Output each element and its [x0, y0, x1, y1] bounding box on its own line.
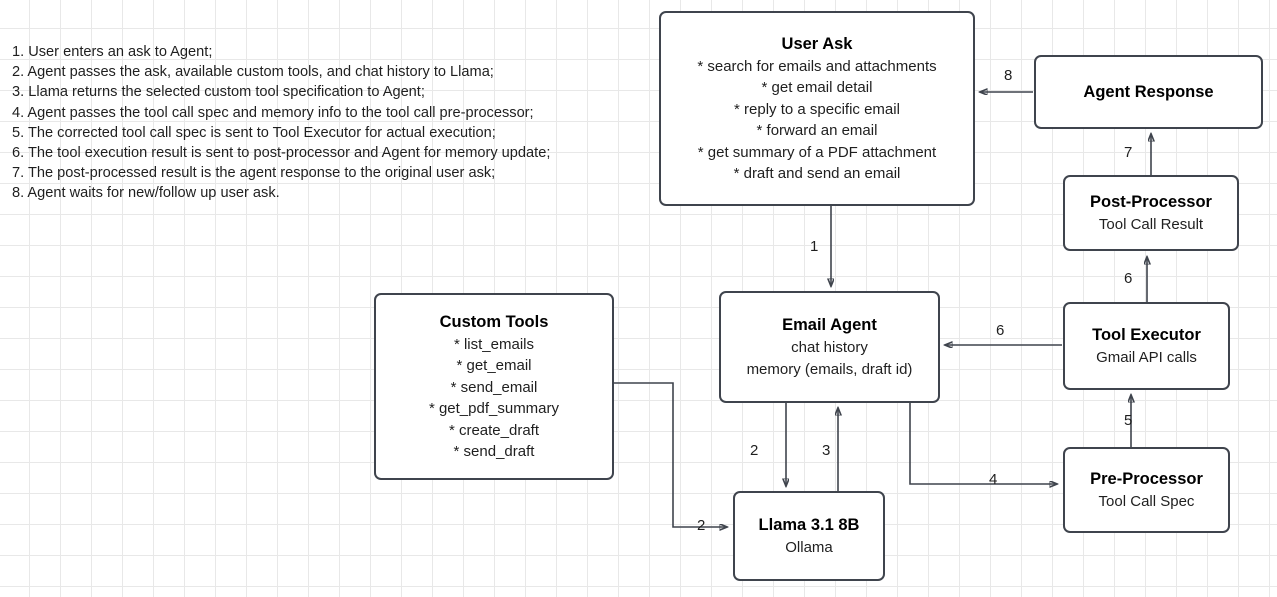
node-agent-response-title: Agent Response	[1083, 82, 1214, 101]
custom-tool-item-4: * get_pdf_summary	[428, 400, 560, 417]
node-post-processor[interactable]: Post-Processor Tool Call Result	[1063, 175, 1239, 251]
custom-tool-item-6: * send_draft	[453, 443, 535, 460]
legend-line-2: 2. Agent passes the ask, available custo…	[12, 64, 494, 81]
edge-label-1: 1	[810, 238, 819, 255]
node-llama-subtitle: Ollama	[785, 538, 833, 556]
node-custom-tools-title: Custom Tools	[439, 312, 549, 331]
node-tool-executor-title: Tool Executor	[1092, 325, 1201, 344]
node-pre-processor-title: Pre-Processor	[1090, 469, 1203, 488]
legend-line-3: 3. Llama returns the selected custom too…	[12, 84, 425, 101]
edge-label-2-tools: 2	[697, 517, 706, 534]
node-email-agent[interactable]: Email Agent chat history memory (emails,…	[719, 291, 940, 403]
node-user-ask-title: User Ask	[781, 34, 853, 53]
node-user-ask-bullets: * search for emails and attachments * ge…	[697, 56, 936, 185]
edge-label-6-post: 6	[1124, 270, 1133, 287]
edge-label-6-agent: 6	[996, 322, 1005, 339]
edge-label-7: 7	[1124, 144, 1133, 161]
node-post-processor-subtitle: Tool Call Result	[1098, 215, 1204, 233]
edge-label-2-agent: 2	[750, 442, 759, 459]
node-user-ask[interactable]: User Ask * search for emails and attachm…	[659, 11, 975, 206]
legend-line-6: 6. The tool execution result is sent to …	[12, 144, 551, 161]
node-custom-tools[interactable]: Custom Tools * list_emails * get_email *…	[374, 293, 614, 480]
node-email-agent-subtitle-2: memory (emails, draft id)	[746, 360, 913, 378]
edge-4-email-agent-to-pre-processor	[909, 403, 1057, 484]
edge-label-8: 8	[1004, 67, 1013, 84]
node-llama[interactable]: Llama 3.1 8B Ollama	[733, 491, 885, 581]
node-tool-executor[interactable]: Tool Executor Gmail API calls	[1063, 302, 1230, 390]
node-pre-processor-subtitle: Tool Call Spec	[1098, 492, 1195, 510]
legend-line-5: 5. The corrected tool call spec is sent …	[12, 124, 496, 141]
user-ask-bullet-1: * search for emails and attachments	[697, 57, 937, 75]
legend-line-1: 1. User enters an ask to Agent;	[12, 44, 213, 60]
legend-line-4: 4. Agent passes the tool call spec and m…	[12, 104, 534, 121]
custom-tool-item-3: * send_email	[450, 378, 538, 396]
edge-2-custom-tools-to-llama	[614, 382, 727, 527]
node-tool-executor-subtitle: Gmail API calls	[1096, 348, 1197, 366]
node-agent-response[interactable]: Agent Response	[1034, 55, 1263, 129]
edge-label-5: 5	[1124, 412, 1133, 429]
user-ask-bullet-3: * reply to a specific email	[734, 100, 900, 118]
edge-label-3: 3	[822, 442, 831, 459]
node-email-agent-title: Email Agent	[782, 316, 877, 334]
user-ask-bullet-2: * get email detail	[761, 79, 873, 96]
custom-tool-item-5: * create_draft	[448, 421, 540, 439]
user-ask-bullet-6: * draft and send an email	[733, 165, 901, 182]
custom-tool-item-2: * get_email	[456, 357, 532, 374]
edge-label-4: 4	[989, 471, 998, 488]
node-post-processor-title: Post-Processor	[1090, 192, 1212, 211]
user-ask-bullet-4: * forward an email	[756, 122, 878, 139]
user-ask-bullet-5: * get summary of a PDF attachment	[697, 143, 937, 161]
custom-tool-item-1: * list_emails	[453, 335, 534, 353]
node-custom-tools-bullets: * list_emails * get_email * send_email *…	[429, 334, 559, 463]
node-pre-processor[interactable]: Pre-Processor Tool Call Spec	[1063, 447, 1230, 533]
legend-line-7: 7. The post-processed result is the agen…	[12, 165, 496, 182]
node-email-agent-subtitle-1: chat history	[791, 339, 868, 356]
node-llama-title: Llama 3.1 8B	[758, 515, 860, 534]
legend-steps-list: 1. User enters an ask to Agent; 2. Agent…	[12, 42, 550, 204]
legend-line-8: 8. Agent waits for new/follow up user as…	[12, 185, 280, 202]
